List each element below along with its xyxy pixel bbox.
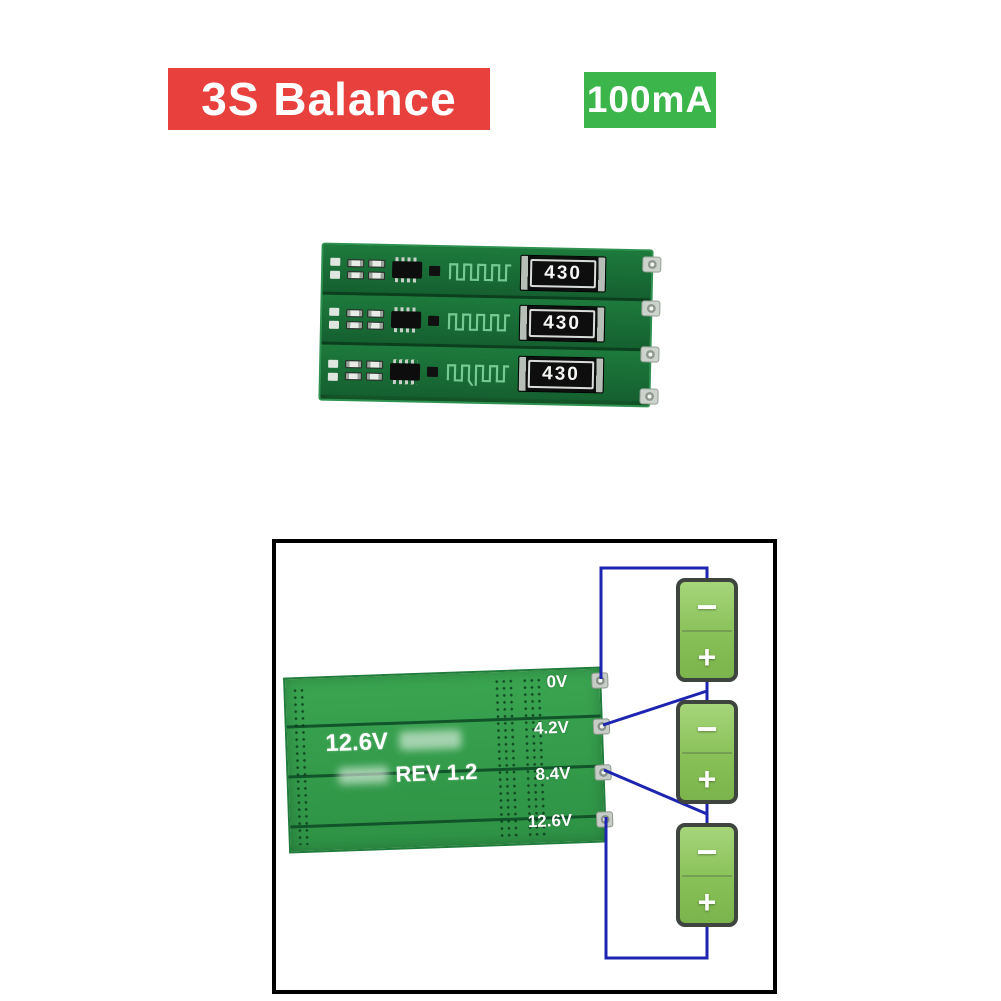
wire-12-6v — [604, 817, 709, 960]
wire-0v — [599, 566, 709, 679]
board-strips: 430 430 — [320, 244, 652, 406]
power-resistor: 430 — [517, 355, 605, 394]
title-badge-label: 3S Balance — [201, 73, 457, 125]
ic-chip — [390, 311, 422, 329]
smd-transistor — [427, 315, 440, 326]
smd-transistor — [429, 265, 441, 276]
wire-8-4v — [603, 768, 708, 816]
solder-tab-pad — [640, 346, 660, 363]
title-badge: 3S Balance — [168, 68, 490, 130]
current-badge: 100mA — [584, 72, 716, 128]
wiring-svg — [599, 566, 709, 960]
battery-cell-2: − + — [676, 700, 738, 804]
solder-tab-pad — [642, 256, 662, 273]
ic-chip — [389, 362, 421, 381]
solder-tab-pad — [641, 300, 661, 317]
battery-plus-terminal: + — [697, 761, 717, 797]
resistor-value-label: 430 — [541, 363, 581, 385]
pad-hole — [646, 303, 656, 314]
power-resistor: 430 — [518, 304, 606, 342]
smd-resistors — [344, 360, 384, 381]
battery-cell-3: − + — [676, 823, 738, 927]
serpentine-trace — [448, 262, 512, 282]
board-strip: 430 — [321, 294, 651, 352]
battery-cell-1: − + — [676, 578, 738, 682]
smd-resistors — [346, 258, 386, 280]
pad-hole — [647, 259, 657, 270]
serpentine-trace — [446, 364, 510, 387]
battery-plus-terminal: + — [697, 639, 717, 675]
battery-plus-terminal: + — [697, 884, 717, 920]
balance-board-photo: 430 430 — [318, 242, 662, 408]
pad-hole — [644, 391, 654, 402]
wire-4-2v — [602, 689, 708, 727]
battery-minus-terminal: − — [696, 831, 718, 872]
pad-hole — [645, 349, 655, 360]
resistor-value-label: 430 — [542, 311, 582, 334]
board-strip: 430 — [322, 244, 652, 302]
board-strip: 430 — [320, 344, 650, 402]
battery-minus-terminal: − — [696, 708, 718, 749]
battery-minus-terminal: − — [696, 586, 718, 627]
wiring-diagram-box: 12.6V REV 1.2 0V 4.2V 8.4V 12.6V − + — [272, 539, 777, 994]
solder-tab-pad — [639, 388, 659, 405]
ic-chip — [391, 261, 423, 279]
power-resistor: 430 — [519, 254, 607, 292]
edge-pads — [329, 257, 341, 279]
serpentine-trace — [447, 312, 511, 332]
edge-pads — [327, 359, 339, 381]
current-badge-label: 100mA — [586, 79, 714, 120]
smd-resistors — [345, 308, 385, 330]
edge-pads — [328, 307, 340, 329]
resistor-value-label: 430 — [544, 261, 583, 284]
smd-transistor — [426, 366, 439, 378]
